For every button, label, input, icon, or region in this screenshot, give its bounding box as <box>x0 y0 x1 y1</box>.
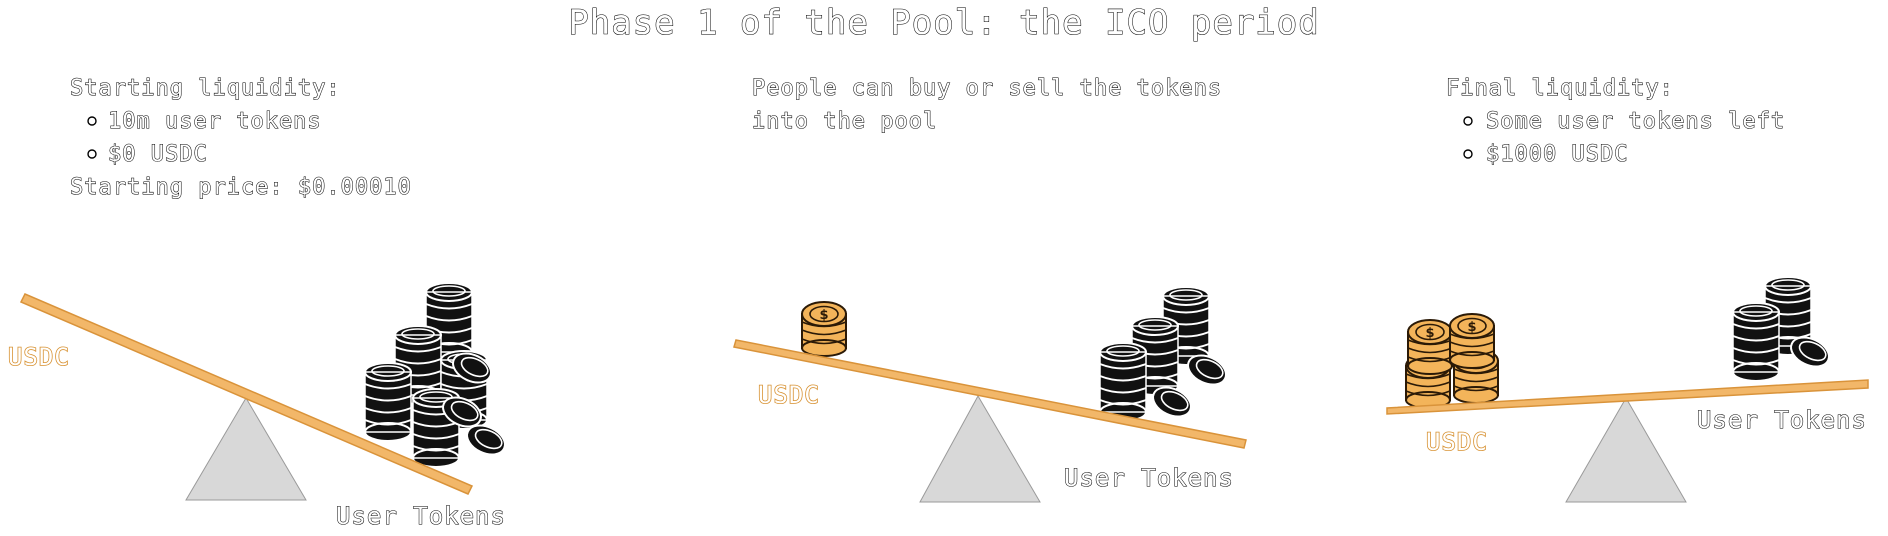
seesaw-plank <box>733 339 1247 449</box>
panel-1-usdc-label: USDC <box>8 343 70 371</box>
black-token-coins-icon <box>1099 286 1232 424</box>
panel-1-heading: Starting liquidity: <box>70 76 341 101</box>
panel-2-usdc-label: USDC <box>758 381 820 409</box>
usdc-coins-icon <box>1405 313 1499 409</box>
bullet-icon <box>1463 149 1473 159</box>
panel-2-line-2: into the pool <box>752 109 937 134</box>
usdc-coins-icon <box>801 301 847 357</box>
panel-3-user-tokens-label: User Tokens <box>1697 406 1867 434</box>
panel-2-user-tokens-label: User Tokens <box>1064 464 1234 492</box>
black-token-coins-icon <box>1732 276 1835 382</box>
panel-2-line-1: People can buy or sell the tokens <box>752 76 1222 101</box>
fulcrum-triangle <box>185 397 307 501</box>
black-token-coins-icon <box>364 282 511 468</box>
panel-1-bullet-2: $0 USDC <box>108 142 208 167</box>
page-title: Phase 1 of the Pool: the ICO period <box>568 3 1319 43</box>
bullet-icon <box>87 149 97 159</box>
fulcrum-triangle <box>1565 396 1687 503</box>
seesaw-plank <box>1386 379 1869 415</box>
bullet-icon <box>87 116 97 126</box>
panel-3-heading: Final liquidity: <box>1446 76 1674 101</box>
panel-3-bullet-2: $1000 USDC <box>1486 142 1628 167</box>
fulcrum-triangle <box>919 394 1041 503</box>
panel-1-user-tokens-label: User Tokens <box>336 502 506 530</box>
panel-3-bullet-1: Some user tokens left <box>1486 109 1785 134</box>
bullet-icon <box>1463 116 1473 126</box>
panel-trading: People can buy or sell the tokens into t… <box>733 75 1247 503</box>
panel-starting-liquidity: Starting liquidity: 10m user tokens $0 U… <box>7 75 511 531</box>
panel-1-footer: Starting price: $0.00010 <box>70 175 412 200</box>
panel-3-usdc-label: USDC <box>1426 428 1488 456</box>
seesaw-plank <box>19 293 474 495</box>
panel-1-bullet-1: 10m user tokens <box>108 109 322 134</box>
panel-final-liquidity: Final liquidity: Some user tokens left $… <box>1386 75 1869 503</box>
